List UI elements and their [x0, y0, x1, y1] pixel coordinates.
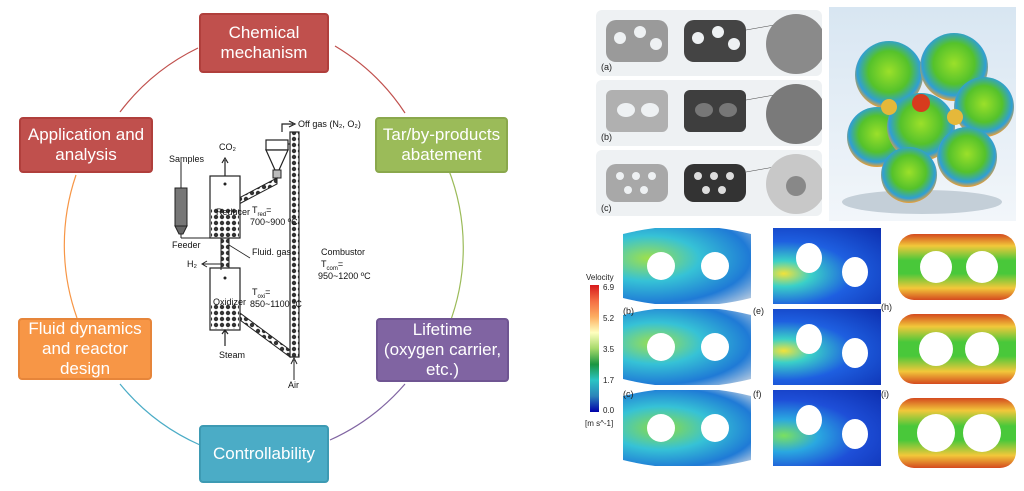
node-chemical-mechanism: Chemical mechanism [199, 13, 329, 73]
air-label: Air [288, 380, 299, 390]
cfd-panel-b [623, 309, 751, 385]
samples-label: Samples [169, 154, 205, 164]
lattice-label-b: (b) [601, 132, 612, 142]
tred-symbol: T [252, 205, 258, 215]
combustor-label: Combustor [321, 247, 366, 257]
node-tar-abatement: Tar/by-products abatement [375, 117, 508, 173]
cyclone [265, 149, 289, 171]
lattice-label-a: (a) [601, 62, 612, 72]
tcom-label: Tcom= [321, 259, 343, 272]
velocity-tick-4: 0.0 [603, 406, 615, 415]
lattice-c-figures [606, 154, 826, 214]
tcom-range: 950~1200 ºC [318, 271, 371, 281]
velocity-unit: [m s^-1] [585, 419, 614, 428]
node-lifetime-label: Lifetime (oxygen carrier, etc.) [383, 320, 502, 379]
velocity-tick-0: 6.9 [603, 283, 615, 292]
toxi-label: Toxi= [252, 287, 270, 300]
feeder-hopper [174, 187, 188, 227]
toxi-equals: = [265, 287, 271, 297]
feeder-label: Feeder [172, 240, 201, 250]
velocity-tick-3: 1.7 [603, 376, 615, 385]
lattice-panel-b [596, 80, 826, 146]
cfd-panel-h [898, 314, 1016, 384]
render-3d-lattice [829, 7, 1016, 221]
steam-label: Steam [219, 350, 246, 360]
oxidizer-label: Oxidizer [213, 297, 247, 307]
cfd-label-b: (b) [623, 306, 634, 316]
toxi-range: 850~1100 ºC [250, 299, 302, 309]
node-controllability: Controllability [199, 425, 329, 483]
cfd-label-h: (h) [881, 302, 892, 312]
cfd-panel-e [773, 309, 881, 385]
cycle-diagram [63, 45, 464, 446]
ring-arc-blue [119, 383, 201, 446]
tred-subscript: red [257, 211, 267, 218]
velocity-legend-title: Velocity [586, 273, 614, 282]
node-application: Application and analysis [19, 117, 153, 173]
tcom-symbol: T [321, 259, 327, 269]
fluid-gas-label: Fluid. gas [252, 247, 292, 257]
toxi-symbol: T [252, 287, 258, 297]
cfd-panel-a [623, 228, 751, 304]
tred-equals: = [266, 205, 272, 215]
tred-label: Tred= [252, 205, 271, 218]
lattice-panel-a [596, 10, 826, 76]
node-lifetime: Lifetime (oxygen carrier, etc.) [376, 318, 509, 382]
ring-arc-red2 [119, 47, 199, 113]
combustor-riser [289, 131, 300, 358]
offgas-label: Off gas (N₂, O₂) [298, 119, 361, 129]
node-tar-abatement-label: Tar/by-products abatement [382, 125, 501, 164]
cfd-label-c: (c) [623, 389, 634, 399]
velocity-tick-1: 5.2 [603, 314, 615, 323]
reducer-label: Reducer [216, 207, 251, 217]
tred-range: 700~900 ºC [250, 217, 298, 227]
velocity-tick-2: 3.5 [603, 345, 615, 354]
lattice-panel-c [596, 150, 826, 216]
lattice-b-figures [606, 84, 826, 144]
ring-arc-red [334, 45, 406, 114]
node-fluid-dynamics-label: Fluid dynamics and reactor design [28, 319, 142, 378]
cfd-panel-f [773, 390, 881, 466]
node-fluid-dynamics: Fluid dynamics and reactor design [18, 318, 152, 380]
node-application-label: Application and analysis [27, 125, 145, 164]
cfd-panel-i [898, 398, 1016, 468]
lattice-label-c: (c) [601, 203, 612, 213]
co2-label: CO₂ [219, 142, 236, 152]
velocity-colorbar [590, 285, 599, 412]
cfd-label-f: (f) [753, 389, 762, 399]
tcom-subscript: com [326, 265, 338, 272]
cfd-panel-c [623, 390, 751, 466]
cfd-label-e: (e) [753, 306, 764, 316]
ring-arc-green [447, 167, 464, 326]
tcom-equals: = [337, 259, 344, 269]
cfd-label-i: (i) [881, 389, 889, 399]
h2-label: H₂ [187, 259, 197, 269]
cfd-panel-g [898, 234, 1016, 300]
cfd-panel-d [773, 228, 881, 304]
toxi-subscript: oxi [257, 293, 266, 300]
reactor-schematic [174, 120, 300, 380]
node-controllability-label: Controllability [212, 444, 316, 463]
node-chemical-mechanism-label: Chemical mechanism [220, 23, 308, 62]
lattice-a-figures [606, 14, 826, 74]
render-3d-figure [842, 33, 1014, 214]
ring-arc-purple [329, 383, 406, 441]
ring-arc-orange [63, 174, 78, 319]
